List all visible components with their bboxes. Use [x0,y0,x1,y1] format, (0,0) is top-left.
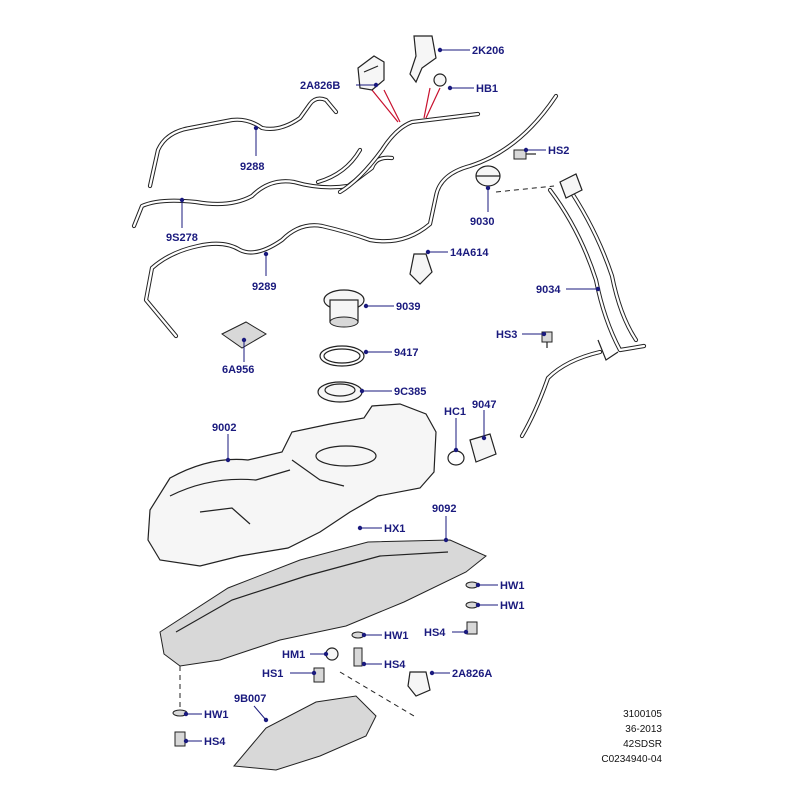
callout-hs4-b: HS4 [384,659,406,671]
callout-9047: 9047 [472,399,496,411]
callout-labels: 2K206 2A826B HB1 HS2 9288 9030 9S278 14A… [166,45,569,748]
callout-hw1-b: HW1 [500,600,524,612]
bolt-hs2 [513,149,536,160]
sensor-14a614 [409,253,433,285]
callout-2a826b: 2A826B [300,80,340,92]
filler-pipe-9034 [495,173,647,439]
callout-hc1: HC1 [444,406,466,418]
gasket-6a956 [221,321,267,349]
callout-9417: 9417 [394,347,418,359]
hose-clamp-hc1 [447,450,465,466]
callout-leaders [179,47,601,744]
shield-9b007 [233,671,415,771]
callout-2k206: 2K206 [472,45,504,57]
reference-line-3: 42SDSR [623,739,662,750]
callout-9039: 9039 [396,301,420,313]
clip-2a826b [357,55,385,91]
indicator-lines [371,87,441,123]
reference-line-1: 3100105 [623,709,662,720]
callout-9092: 9092 [432,503,456,515]
callout-hm1: HM1 [282,649,305,661]
seal-9417 [319,345,365,367]
fuel-cap-9030 [475,165,501,187]
callout-hs4-a: HS4 [424,627,446,639]
callout-9030: 9030 [470,216,494,228]
callout-hw1-a: HW1 [500,580,524,592]
callout-hs2: HS2 [548,145,569,157]
fuel-line-9288 [147,96,339,189]
callout-6a956: 6A956 [222,364,254,376]
callout-hb1: HB1 [476,83,498,95]
callout-14a614: 14A614 [450,247,489,259]
callout-2a826a: 2A826A [452,668,492,680]
callout-hx1: HX1 [384,523,405,535]
fuel-tank-9002 [147,403,437,567]
reference-line-2: 36-2013 [625,724,662,735]
callout-9c385: 9C385 [394,386,426,398]
bracket-2k206 [409,35,447,87]
fuel-line-9289 [143,93,559,339]
callout-hw1-c: HW1 [384,630,408,642]
vapour-line [315,111,481,195]
heat-shield-9092 [159,539,487,667]
fuel-line-9s278 [131,155,395,229]
callout-hw1-d: HW1 [204,709,228,721]
lock-ring-9c385 [317,381,363,403]
reference-line-4: C0234940-04 [601,754,662,765]
callout-9034: 9034 [536,284,561,296]
fuel-pump-module-9039 [323,289,365,328]
callout-9002: 9002 [212,422,236,434]
callout-9289: 9289 [252,281,276,293]
diagram-reference-block: 3100105 36-2013 42SDSR C0234940-04 [601,709,662,765]
callout-hs4-c: HS4 [204,736,226,748]
callout-9b007: 9B007 [234,693,266,705]
callout-9s278: 9S278 [166,232,198,244]
callout-9288: 9288 [240,161,264,173]
callout-hs3: HS3 [496,329,517,341]
callout-hs1: HS1 [262,668,283,680]
bolt-hs3 [541,331,553,348]
